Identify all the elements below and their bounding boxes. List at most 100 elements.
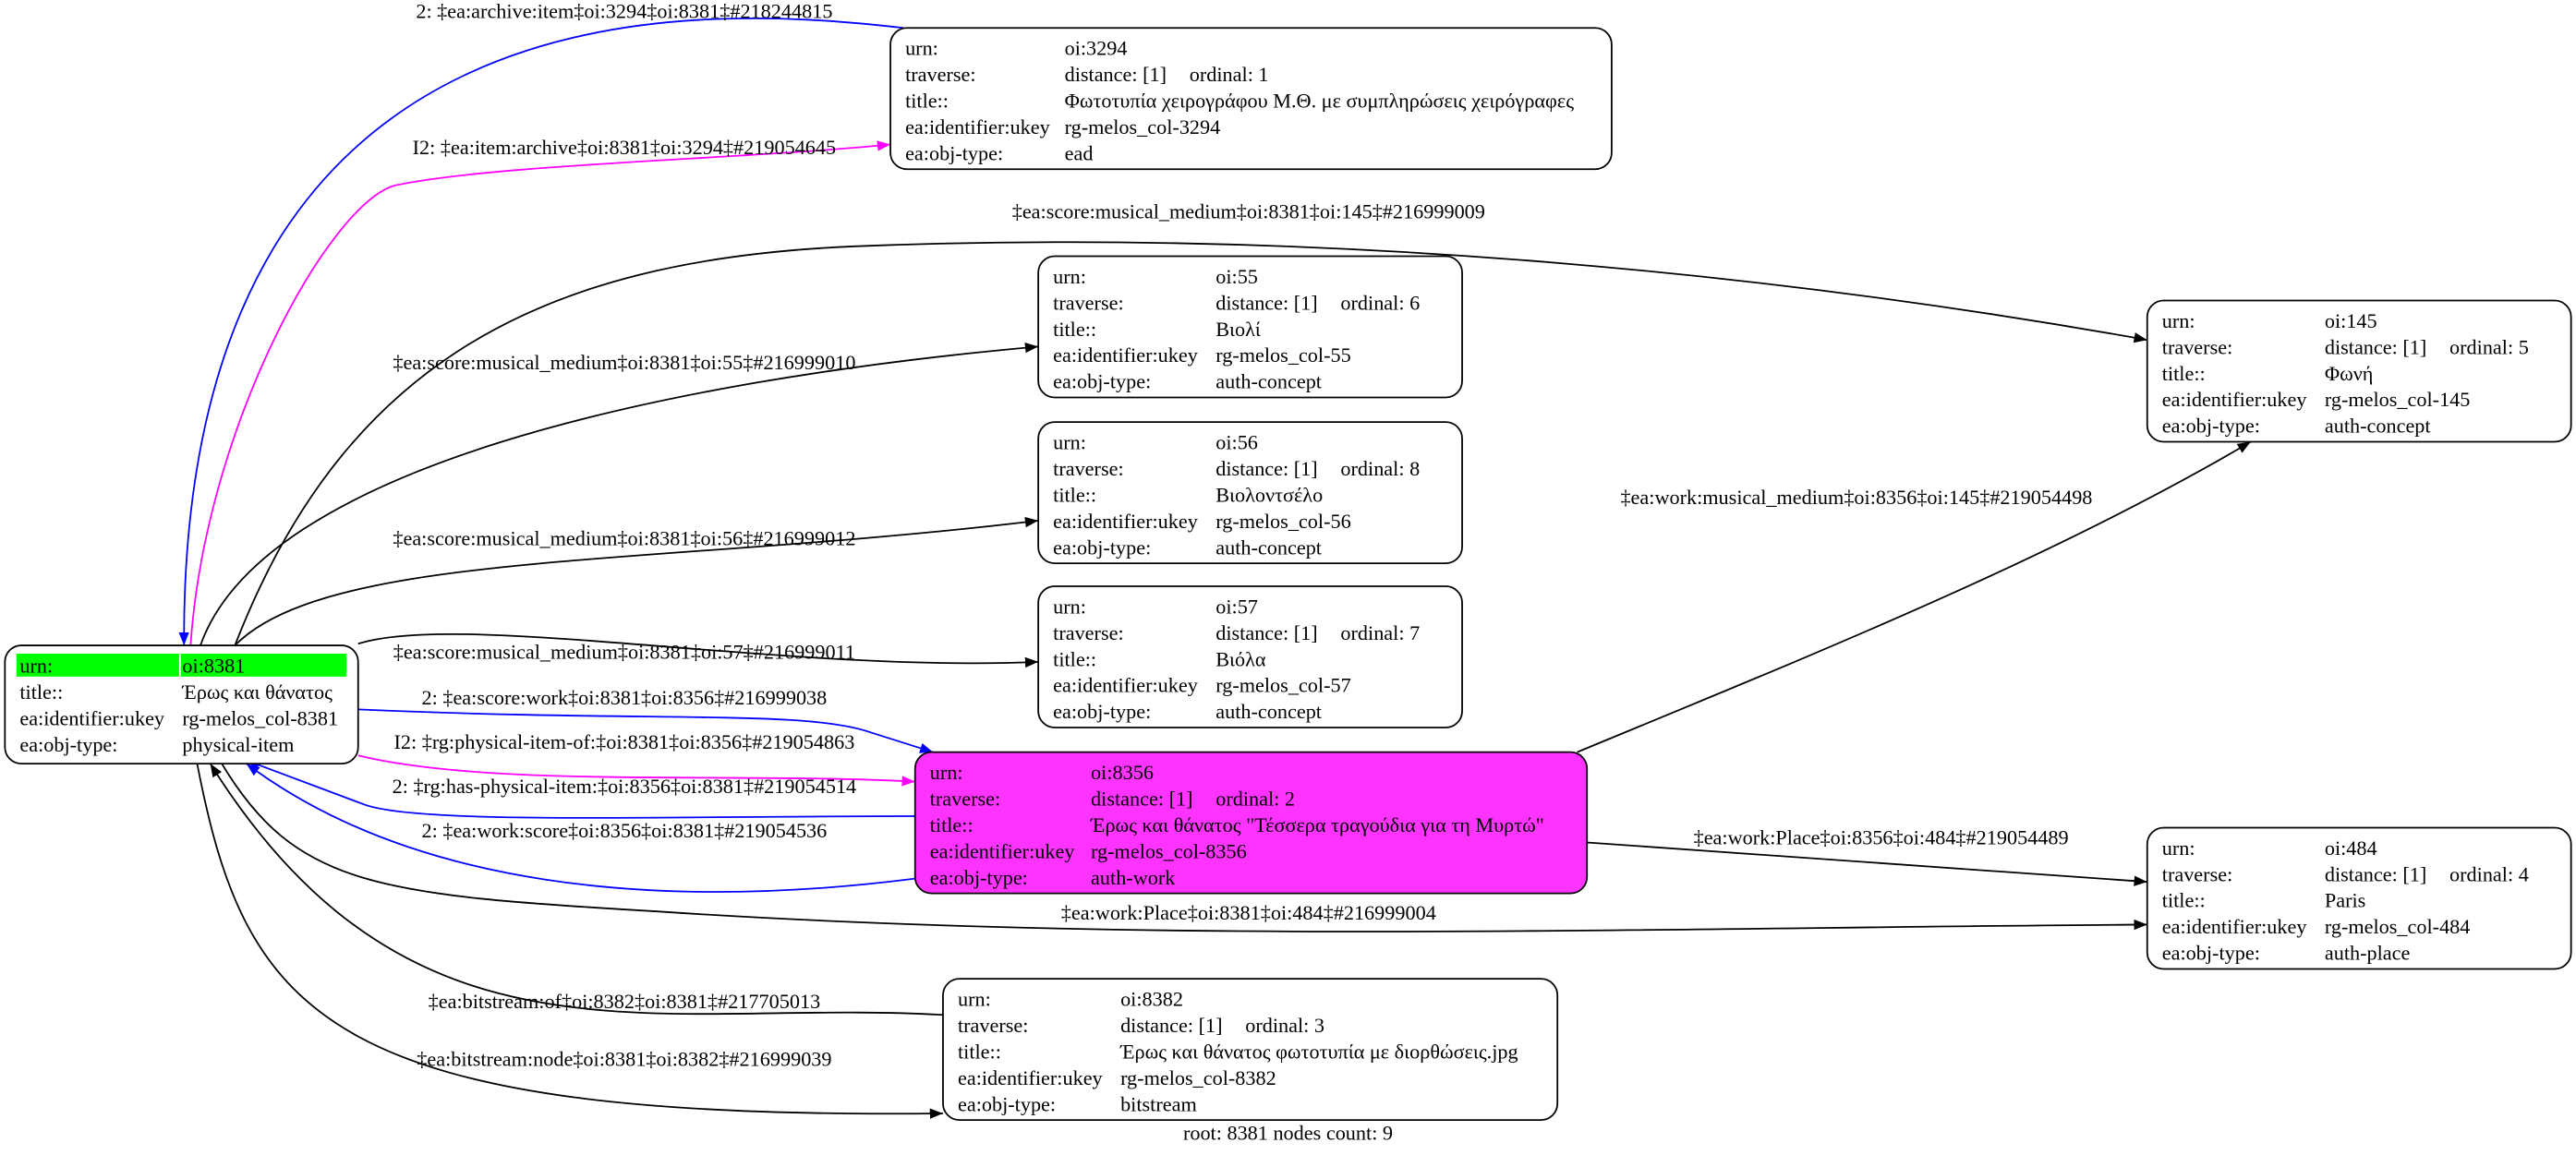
edge-line[interactable]	[1577, 440, 2252, 753]
row-value: Έρως και θάνατος φωτοτυπία με διορθώσεις…	[1119, 1040, 1518, 1063]
row-value: physical-item	[182, 733, 294, 756]
row-label: ea:obj-type:	[905, 141, 1003, 164]
row-ordinal: ordinal: 2	[1215, 787, 1295, 810]
edge-line[interactable]	[246, 759, 915, 819]
row-label: title::	[1053, 318, 1096, 341]
row-value: Έρως και θάνατος	[181, 680, 333, 704]
row-label: title::	[19, 680, 63, 704]
row-label: ea:identifier:ukey	[905, 115, 1051, 138]
edge-line[interactable]	[178, 18, 904, 646]
edge-n8356-n8381[interactable]: 2: ‡rg:has-physical-item:‡oi:8356‡oi:838…	[246, 759, 915, 819]
edge-line[interactable]	[196, 763, 943, 1119]
edge-label: ‡ea:score:musical_medium‡oi:8381‡oi:145‡…	[1012, 200, 1485, 223]
edge-n8381-n57[interactable]: ‡ea:score:musical_medium‡oi:8381‡oi:57‡#…	[357, 632, 1039, 668]
edge-n8381-n56[interactable]: ‡ea:score:musical_medium‡oi:8381‡oi:56‡#…	[234, 516, 1039, 646]
row-label: title::	[930, 813, 974, 836]
row-label: traverse:	[2162, 862, 2233, 885]
node-box[interactable]	[942, 978, 1559, 1121]
row-label: traverse:	[905, 63, 976, 86]
row-label: urn:	[1053, 430, 1086, 453]
edge-line[interactable]	[234, 516, 1039, 646]
row-label: ea:identifier:ukey	[1053, 510, 1199, 533]
row-value: auth-work	[1091, 866, 1176, 889]
row-label: ea:obj-type:	[1053, 700, 1151, 723]
edge-line[interactable]	[189, 140, 891, 646]
edge-line[interactable]	[200, 342, 1039, 646]
row-label: urn:	[1053, 595, 1086, 618]
edge-n8356-n8381[interactable]: 2: ‡ea:work:score‡oi:8356‡oi:8381‡#21905…	[246, 763, 915, 893]
edge-line[interactable]	[1587, 841, 2147, 886]
edge-n8356-n484[interactable]: ‡ea:work:Place‡oi:8356‡oi:484‡#219054489	[1587, 825, 2147, 886]
row-label: traverse:	[958, 1014, 1029, 1037]
row-label: ea:identifier:ukey	[1053, 674, 1199, 697]
node-n3294[interactable]: urn: oi:3294 traverse: distance: [1] ordinal…	[889, 27, 1613, 171]
node-box[interactable]	[1037, 421, 1463, 565]
edge-line[interactable]	[357, 754, 915, 787]
edge-line[interactable]	[246, 763, 915, 893]
edge-n8381-n484[interactable]: ‡ea:work:Place‡oi:8381‡oi:484‡#216999004	[221, 763, 2147, 932]
node-box[interactable]	[1037, 255, 1463, 399]
row-value: auth-concept	[1215, 370, 1323, 393]
row-value: rg-melos_col-8381	[182, 706, 338, 729]
node-box[interactable]	[2146, 826, 2572, 970]
row-label: ea:identifier:ukey	[1053, 343, 1199, 367]
row-label: ea:obj-type:	[958, 1092, 1056, 1115]
edge-n8381-n8356[interactable]: I2: ‡rg:physical-item-of:‡oi:8381‡oi:835…	[357, 730, 915, 787]
row-value: rg-melos_col-8356	[1091, 839, 1247, 862]
edge-line[interactable]	[209, 763, 944, 1017]
edge-line[interactable]	[357, 708, 934, 753]
node-box[interactable]	[2146, 299, 2572, 443]
row-value: distance: [1]	[2325, 862, 2426, 885]
row-value: auth-concept	[1215, 700, 1323, 723]
edge-n8381-n145[interactable]: ‡ea:score:musical_medium‡oi:8381‡oi:145‡…	[234, 200, 2147, 646]
row-value: distance: [1]	[1065, 63, 1167, 86]
row-label: urn:	[930, 761, 963, 784]
row-label: urn:	[2162, 309, 2195, 332]
row-ordinal: ordinal: 1	[1190, 63, 1269, 86]
row-label: ea:obj-type:	[19, 733, 117, 756]
edge-n8381-n8356[interactable]: 2: ‡ea:score:work‡oi:8381‡oi:8356‡#21699…	[357, 686, 934, 753]
row-value: oi:8381	[182, 654, 245, 677]
row-value: oi:56	[1215, 430, 1258, 453]
highlight-value-cell	[180, 653, 347, 677]
edge-line[interactable]	[221, 763, 2147, 932]
row-value: bitstream	[1120, 1092, 1197, 1115]
row-label: title::	[2162, 362, 2206, 385]
edge-n3294-n8381[interactable]: 2: ‡ea:archive:item‡oi:3294‡oi:8381‡#218…	[178, 0, 904, 646]
edge-line[interactable]	[357, 632, 1039, 668]
row-label: ea:identifier:ukey	[2162, 915, 2308, 938]
row-ordinal: ordinal: 7	[1340, 621, 1420, 644]
row-value: oi:8382	[1120, 987, 1183, 1010]
row-value: oi:3294	[1065, 37, 1128, 60]
node-box[interactable]	[889, 27, 1613, 171]
row-label: ea:obj-type:	[930, 866, 1028, 889]
edge-n8381-n3294[interactable]: I2: ‡ea:item:archive‡oi:8381‡oi:3294‡#21…	[189, 136, 891, 646]
row-value: Φωνή	[2325, 362, 2374, 385]
row-value: rg-melos_col-484	[2325, 915, 2471, 938]
edge-label: 2: ‡ea:score:work‡oi:8381‡oi:8356‡#21699…	[422, 686, 828, 709]
edge-n8381-n55[interactable]: ‡ea:score:musical_medium‡oi:8381‡oi:55‡#…	[200, 342, 1039, 646]
highlight-label-cell	[16, 653, 179, 677]
row-value: distance: [1]	[1091, 787, 1192, 810]
row-label: urn:	[905, 37, 938, 60]
row-label: ea:obj-type:	[2162, 415, 2260, 438]
edge-n8381-n8382[interactable]: ‡ea:bitstream:node‡oi:8381‡oi:8382‡#2169…	[196, 763, 943, 1119]
edge-line[interactable]	[234, 241, 2147, 646]
node-box[interactable]	[1037, 585, 1463, 728]
row-label: urn:	[2162, 836, 2195, 860]
edge-n8382-n8381[interactable]: ‡ea:bitstream:of‡oi:8382‡oi:8381‡#217705…	[209, 763, 944, 1017]
node-box[interactable]	[913, 751, 1589, 895]
row-label: ea:identifier:ukey	[930, 839, 1076, 862]
edge-n8356-n145[interactable]: ‡ea:work:musical_medium‡oi:8356‡oi:145‡#…	[1577, 440, 2252, 753]
row-label: title::	[958, 1040, 1001, 1063]
row-ordinal: ordinal: 5	[2449, 335, 2529, 358]
